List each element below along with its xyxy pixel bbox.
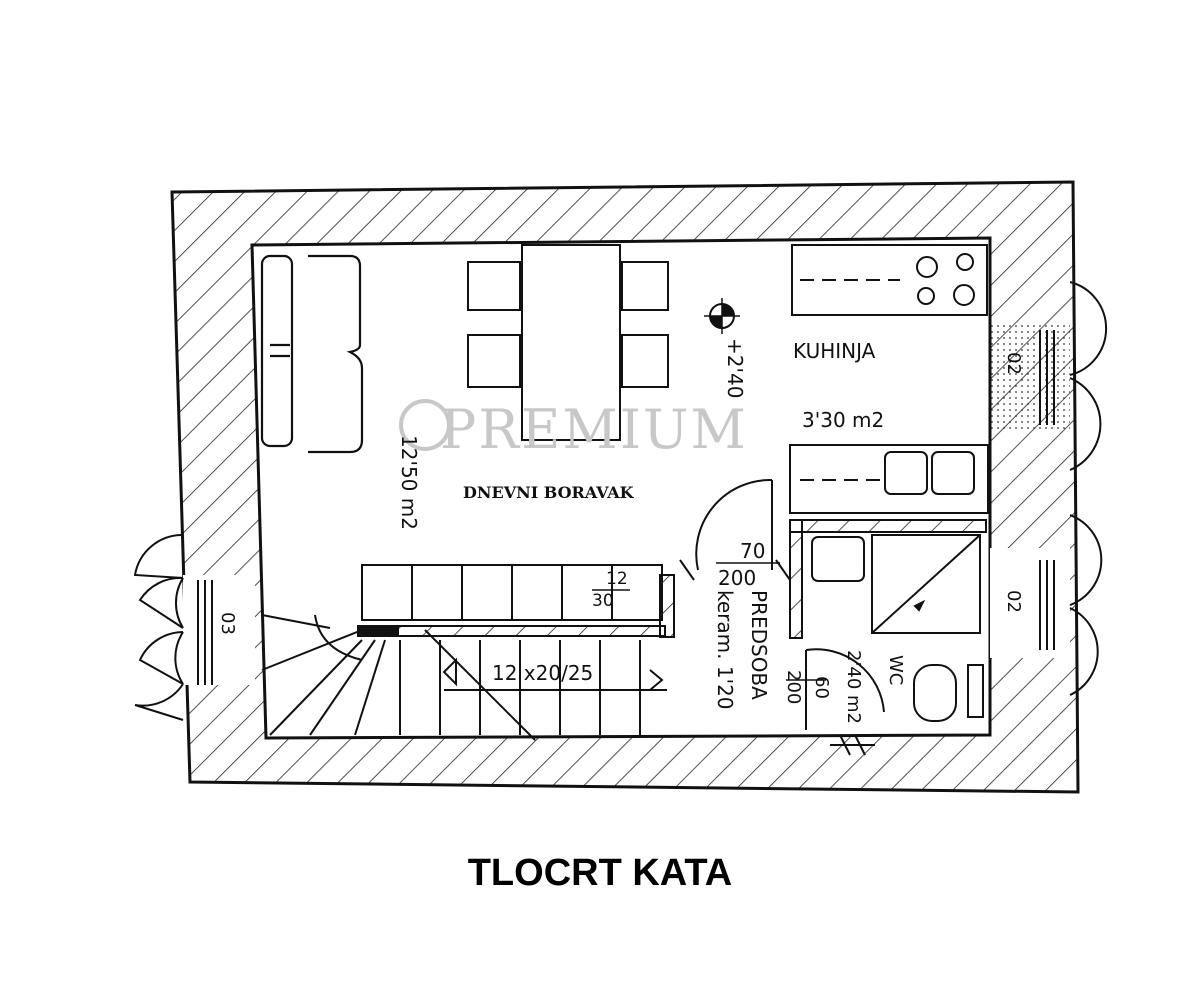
stairs-label: 12 x20/25 (492, 661, 593, 685)
window-right-top-label: 02 (1003, 352, 1024, 375)
kitchen-counter-bottom (789, 444, 989, 514)
kitchen-counter-top (791, 244, 988, 316)
wc-door-width: 60 (811, 676, 832, 699)
wc-door (805, 648, 885, 756)
rail-width: 12 (606, 569, 628, 589)
hall-door (679, 478, 791, 581)
staircase (261, 564, 675, 741)
bathroom-fixtures (811, 534, 984, 722)
hall-label: PREDSOBA (747, 590, 771, 700)
wc-label: WC (885, 655, 906, 685)
plan-caption: TLOCRT KATA (467, 852, 733, 894)
dining-table (467, 244, 669, 441)
window-right-bottom-label: 02 (1003, 590, 1024, 613)
watermark-logo (399, 399, 451, 451)
kitchen-area: 3'30 m2 (802, 408, 884, 432)
rail-dimension (592, 562, 826, 681)
rail-height: 30 (592, 591, 614, 611)
hall-door-width: 70 (740, 539, 765, 563)
level-marker (704, 298, 740, 334)
window-right-top (990, 281, 1108, 471)
window-left-label: 03 (217, 612, 238, 635)
sofa (260, 254, 364, 454)
bathroom-walls (789, 519, 987, 639)
level-label: +2'40 (723, 338, 747, 398)
wc-area: 2'40 m2 (843, 650, 864, 724)
window-left (133, 533, 255, 721)
wc-door-height: 200 (783, 670, 804, 704)
watermark-text: PREMIUM (440, 398, 748, 461)
living-room-label: DNEVNI BORAVAK (463, 483, 635, 502)
kitchen-label: KUHINJA (793, 339, 876, 363)
window-right-bottom (990, 514, 1103, 696)
hall-finish: keram. 1'20 (713, 590, 737, 710)
hall-door-height: 200 (718, 566, 756, 590)
living-room-area: 12'50 m2 (397, 435, 421, 530)
